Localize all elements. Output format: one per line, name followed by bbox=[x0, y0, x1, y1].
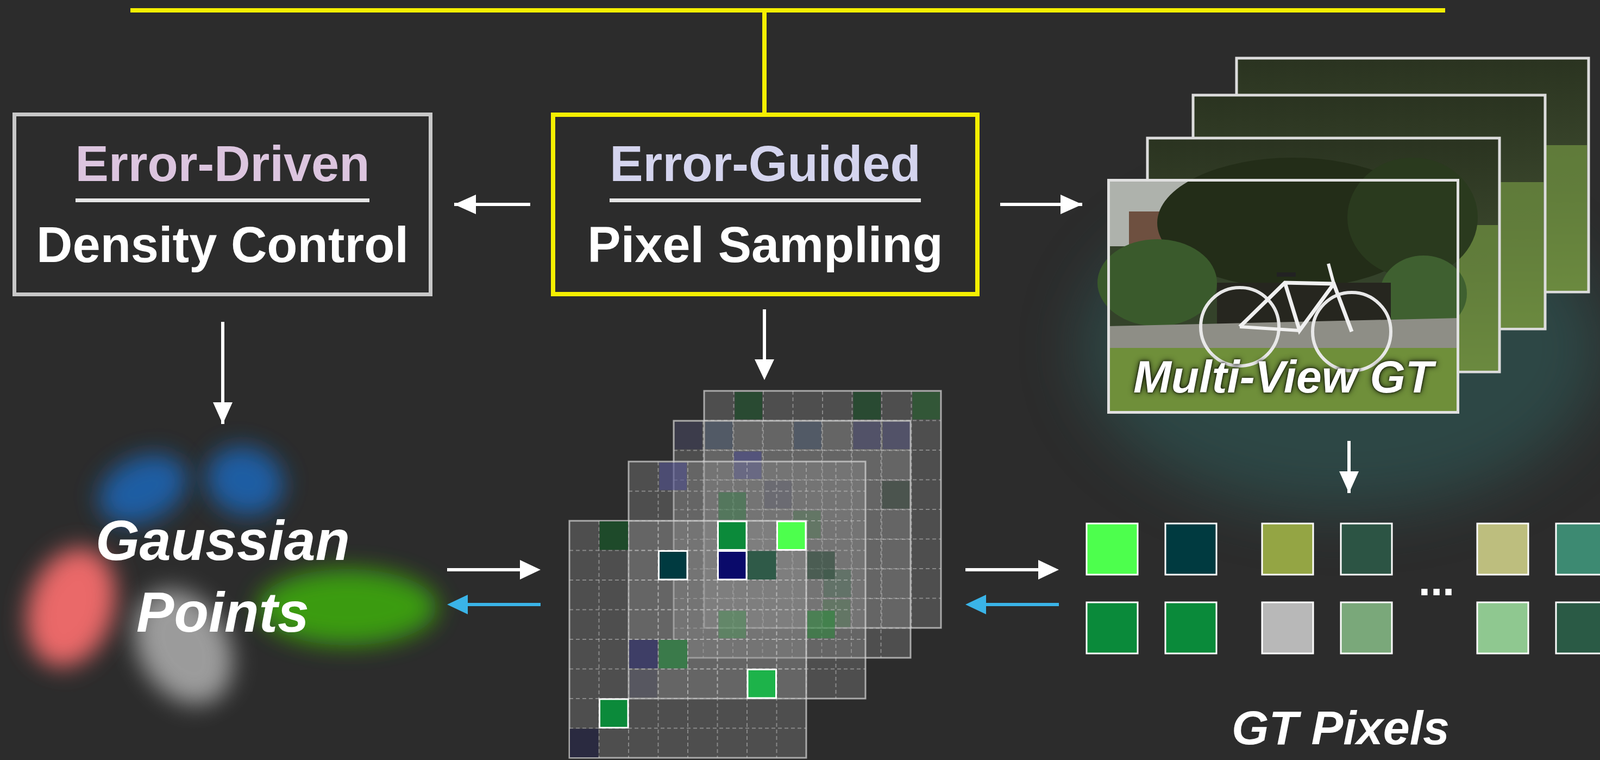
box-label: Density Control bbox=[36, 216, 409, 274]
box-heading: Error-Guided bbox=[609, 135, 921, 203]
pixel-cell bbox=[807, 610, 836, 639]
bracket-stem bbox=[762, 10, 767, 114]
gt-pixel bbox=[1555, 523, 1600, 575]
gt-pixel bbox=[1340, 601, 1392, 654]
gt-pixel bbox=[1477, 601, 1529, 654]
bike-handle bbox=[1328, 263, 1334, 284]
pixel-cell bbox=[912, 391, 941, 420]
box-heading: Error-Driven bbox=[75, 135, 370, 203]
pixel-cell bbox=[718, 521, 748, 550]
gt-pixel bbox=[1165, 601, 1217, 654]
connector-arrow bbox=[221, 321, 225, 424]
pixel-cell bbox=[659, 462, 688, 491]
pixel-cell bbox=[718, 492, 747, 520]
bike-frame bbox=[1239, 282, 1352, 332]
arrow-shaft bbox=[447, 567, 522, 572]
arrow-shaft bbox=[965, 567, 1040, 572]
gt-pixel bbox=[1262, 601, 1314, 654]
bike-frame bbox=[1239, 326, 1300, 331]
pixel-cell bbox=[882, 480, 911, 509]
gt-pixel bbox=[1165, 523, 1217, 575]
bracket-line bbox=[130, 8, 1446, 13]
gt-pixel bbox=[1477, 523, 1529, 575]
arrow-head bbox=[754, 359, 775, 380]
pixel-cell bbox=[599, 521, 629, 550]
pixel-cell bbox=[659, 550, 688, 580]
box-label: Pixel Sampling bbox=[587, 216, 943, 274]
photo-grass bbox=[1107, 347, 1460, 414]
pixel-cell bbox=[747, 550, 777, 580]
bike-frame bbox=[1284, 282, 1334, 331]
grid-line bbox=[880, 420, 882, 658]
photo-bush bbox=[1097, 239, 1217, 326]
pixel-grid bbox=[569, 520, 807, 758]
arrow-head bbox=[1038, 559, 1059, 580]
image-frame: Multi-View GT bbox=[1107, 178, 1460, 414]
process-box: Error-GuidedPixel Sampling bbox=[550, 112, 980, 297]
grid-line bbox=[776, 520, 778, 758]
gt-pixel bbox=[1340, 523, 1392, 575]
pixel-cell bbox=[853, 391, 882, 420]
arrow-back-shaft bbox=[984, 602, 1059, 606]
arrow-back-shaft bbox=[466, 602, 541, 606]
box-label: Gaussian Points bbox=[70, 504, 375, 648]
pixel-cell bbox=[569, 728, 599, 758]
connector-arrow bbox=[1347, 440, 1351, 493]
pixel-cell bbox=[718, 550, 748, 580]
gt-pixel bbox=[1086, 601, 1138, 654]
pixel-cell bbox=[807, 551, 836, 580]
bike-seat bbox=[1276, 272, 1296, 277]
gt-pixel bbox=[1262, 523, 1314, 575]
pixel-cell bbox=[659, 639, 688, 669]
grid-line bbox=[569, 638, 807, 640]
arrow-back-head bbox=[965, 594, 987, 614]
ellipsis-label: ... bbox=[1418, 558, 1455, 602]
gt-pixels: GT Pixels bbox=[1081, 518, 1600, 758]
connector-arrow bbox=[454, 202, 531, 206]
grid-line bbox=[835, 461, 837, 699]
box-label: Multi-View GT bbox=[1133, 350, 1434, 404]
gt-pixel bbox=[1555, 601, 1600, 654]
pixel-cell bbox=[735, 391, 763, 420]
arrow-head bbox=[519, 559, 541, 580]
arrow-back-head bbox=[447, 594, 468, 614]
pixel-cell bbox=[674, 421, 703, 450]
pixel-cell bbox=[747, 669, 777, 699]
process-box: Error-DrivenDensity Control bbox=[12, 112, 433, 297]
gaussian-points: Gaussian Points bbox=[43, 434, 403, 718]
pixel-cell bbox=[777, 521, 807, 550]
box-label: GT Pixels bbox=[1231, 699, 1450, 755]
arrow-shaft bbox=[762, 309, 767, 361]
pixel-cell bbox=[629, 639, 658, 669]
pixel-cell bbox=[599, 698, 629, 728]
connector-arrow bbox=[1000, 202, 1083, 206]
gt-pixel bbox=[1086, 523, 1138, 575]
